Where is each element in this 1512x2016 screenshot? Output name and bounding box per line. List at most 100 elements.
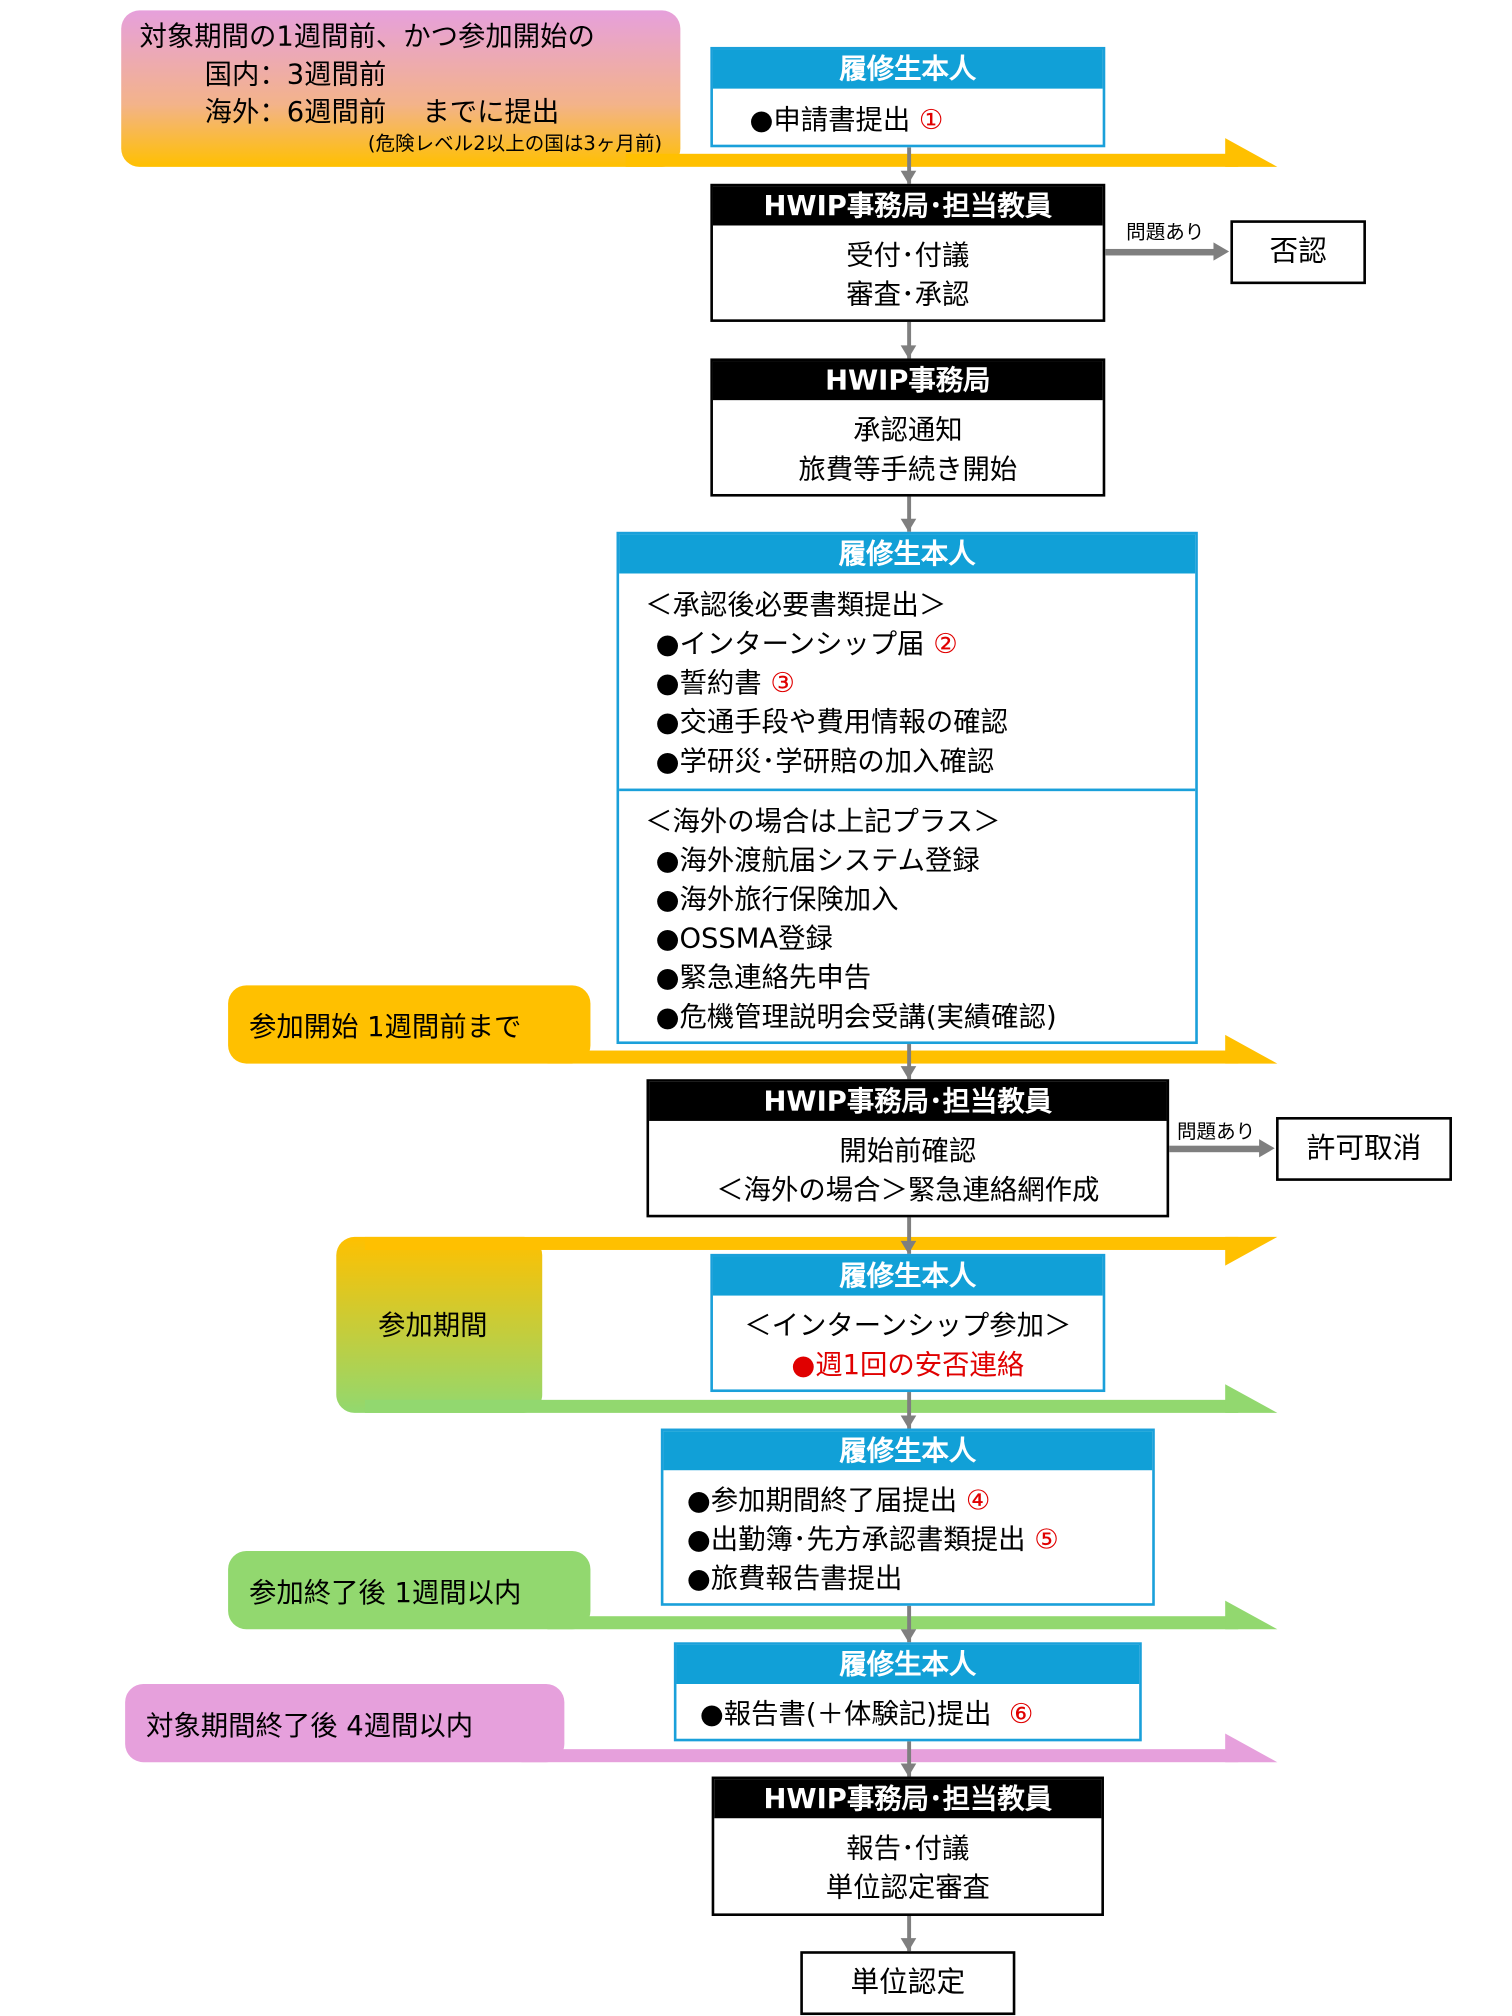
arrow-down-icon: [900, 1938, 917, 1952]
step-credit-review: HWIP事務局･担当教員 報告･付議 単位認定審査: [711, 1776, 1104, 1916]
deadline-line: 対象期間の1週間前、かつ参加開始の: [139, 20, 595, 53]
arrow-right-icon: [1213, 242, 1230, 261]
step-header: HWIP事務局･担当教員: [714, 1779, 1102, 1819]
section-title: ＜承認後必要書類提出＞: [645, 589, 947, 621]
step-line: 旅費等手続き開始: [798, 453, 1018, 485]
deadline-text: 対象期間終了後 4週間以内: [145, 1710, 474, 1742]
step-body-overseas: ＜海外の場合は上記プラス＞ ●海外渡航届システム登録 ●海外旅行保険加入 ●OS…: [645, 802, 1057, 1037]
form-number: ③: [770, 667, 795, 699]
step-line: 受付･付議: [846, 239, 970, 272]
step-line: ●出勤簿･先方承認書類提出: [686, 1523, 1026, 1555]
arrow-down-icon: [900, 345, 917, 359]
step-line: ●学研災･学研賠の加入確認: [655, 745, 995, 777]
problem-label: 問題あり: [1126, 220, 1205, 244]
form-number: ①: [918, 104, 944, 136]
deadline-note: (危険レベル2以上の国は3ヶ月前): [367, 131, 663, 156]
final-credit: 単位認定: [800, 1951, 1016, 2016]
deadline-four-weeks-after: 対象期間終了後 4週間以内: [125, 1683, 565, 1763]
participation-text: 参加期間: [377, 1309, 488, 1342]
step-body: 報告･付議 単位認定審査: [714, 1818, 1101, 1907]
step-review: HWIP事務局･担当教員 受付･付議 審査･承認: [710, 183, 1106, 322]
arrow-down-icon: [900, 1415, 917, 1429]
step-approval-notice: HWIP事務局 承認通知 旅費等手続き開始: [710, 358, 1106, 497]
step-line: ●旅費報告書提出: [686, 1562, 903, 1595]
deadline-application: 対象期間の1週間前、かつ参加開始の 国内：3週間前 海外：6週間前 までに提出 …: [121, 10, 681, 167]
step-line: 報告･付議: [846, 1832, 970, 1864]
arrow-down-icon: [900, 170, 917, 184]
timeline-strip: [521, 1749, 1239, 1763]
timeline-arrowhead: [1225, 1236, 1278, 1266]
step-completion: 履修生本人 ●参加期間終了届提出 ④ ●出勤簿･先方承認書類提出 ⑤ ●旅費報告…: [660, 1428, 1155, 1606]
step-line: ●参加期間終了届提出: [686, 1484, 958, 1516]
step-header: HWIP事務局･担当教員: [649, 1081, 1167, 1121]
arrow-down-icon: [900, 1629, 917, 1643]
step-line: ●海外旅行保険加入: [655, 883, 899, 915]
step-line: ●報告書(＋体験記)提出: [699, 1698, 992, 1730]
result-cancelled: 許可取消: [1276, 1117, 1452, 1181]
step-body: ●申請書提出 ①: [713, 89, 1103, 140]
divider: [619, 788, 1196, 792]
step-body: 開始前確認 ＜海外の場合＞緊急連絡網作成: [649, 1121, 1166, 1210]
safety-report-line: ●週1回の安否連絡: [791, 1349, 1025, 1381]
step-line: 開始前確認: [839, 1135, 977, 1167]
step-line: ●海外渡航届システム登録: [655, 844, 980, 876]
timeline-strip: [364, 1236, 1239, 1250]
step-body: ●参加期間終了届提出 ④ ●出勤簿･先方承認書類提出 ⑤ ●旅費報告書提出: [663, 1470, 1152, 1598]
deadline-one-week-after: 参加終了後 1週間以内: [228, 1551, 591, 1630]
step-line: 承認通知: [853, 414, 963, 446]
arrow-down-icon: [900, 518, 917, 532]
step-header: 履修生本人: [619, 534, 1196, 574]
timeline-strip: [364, 1399, 1239, 1413]
step-pre-start-check: HWIP事務局･担当教員 開始前確認 ＜海外の場合＞緊急連絡網作成: [646, 1079, 1170, 1218]
arrow-down-icon: [900, 1066, 917, 1080]
deadline-line: 海外：6週間前 までに提出: [204, 96, 560, 128]
step-line: ●OSSMA登録: [655, 922, 833, 955]
step-body: ＜承認後必要書類提出＞ ●インターンシップ届 ② ●誓約書 ③ ●交通手段や費用…: [619, 573, 1195, 780]
deadline-text: 参加終了後 1週間以内: [248, 1577, 522, 1609]
arrow-down-icon: [900, 1763, 917, 1777]
timeline-arrowhead: [1225, 1733, 1278, 1763]
step-line: ●申請書提出: [749, 104, 911, 136]
step-line: ＜海外の場合＞緊急連絡網作成: [716, 1174, 1100, 1206]
participation-period: 参加期間: [336, 1236, 543, 1413]
timeline-arrowhead: [1225, 1384, 1278, 1413]
branch-connector: [1169, 1145, 1261, 1153]
step-body: ●報告書(＋体験記)提出 ⑥: [676, 1684, 1139, 1734]
step-body: 受付･付議 審査･承認: [713, 225, 1103, 314]
result-rejected: 否認: [1230, 220, 1366, 285]
branch-connector: [1105, 248, 1215, 256]
step-documents: 履修生本人 ＜承認後必要書類提出＞ ●インターンシップ届 ② ●誓約書 ③ ●交…: [616, 531, 1198, 1045]
form-number: ②: [933, 628, 958, 660]
step-line: 単位認定審査: [825, 1871, 990, 1903]
step-application: 履修生本人 ●申請書提出 ①: [710, 46, 1106, 148]
step-header: 履修生本人: [712, 1256, 1103, 1296]
step-line: ＜インターンシップ参加＞: [744, 1309, 1072, 1342]
arrow-down-icon: [900, 1240, 917, 1254]
step-internship: 履修生本人 ＜インターンシップ参加＞ ●週1回の安否連絡: [710, 1253, 1106, 1393]
step-line: ●交通手段や費用情報の確認: [655, 706, 1008, 738]
step-header: 履修生本人: [676, 1644, 1140, 1684]
deadline-one-week-before: 参加開始 1週間前まで: [228, 985, 591, 1064]
step-line: ●危機管理説明会受講(実績確認): [655, 1001, 1057, 1033]
timeline-arrowhead: [1225, 1034, 1278, 1064]
step-header: 履修生本人: [712, 49, 1103, 89]
form-number: ④: [965, 1484, 991, 1516]
step-line: 審査･承認: [846, 278, 970, 311]
step-line: ●インターンシップ届: [655, 628, 925, 660]
timeline-strip: [547, 1050, 1239, 1064]
section-title: ＜海外の場合は上記プラス＞: [645, 805, 1001, 837]
arrow-right-icon: [1259, 1139, 1275, 1158]
problem-label: 問題あり: [1176, 1119, 1256, 1144]
step-line: ●緊急連絡先申告: [655, 961, 872, 994]
step-header: HWIP事務局･担当教員: [712, 186, 1103, 226]
step-body: ＜インターンシップ参加＞ ●週1回の安否連絡: [713, 1296, 1103, 1385]
step-header: HWIP事務局: [712, 361, 1103, 401]
step-body: 承認通知 旅費等手続き開始: [713, 400, 1103, 489]
deadline-text: 参加開始 1週間前まで: [248, 1011, 522, 1043]
form-number: ⑥: [1008, 1698, 1034, 1730]
step-line: ●誓約書: [655, 667, 762, 699]
step-report: 履修生本人 ●報告書(＋体験記)提出 ⑥: [673, 1642, 1142, 1742]
timeline-arrowhead: [1225, 138, 1278, 167]
deadline-line: 国内：3週間前: [204, 58, 387, 90]
